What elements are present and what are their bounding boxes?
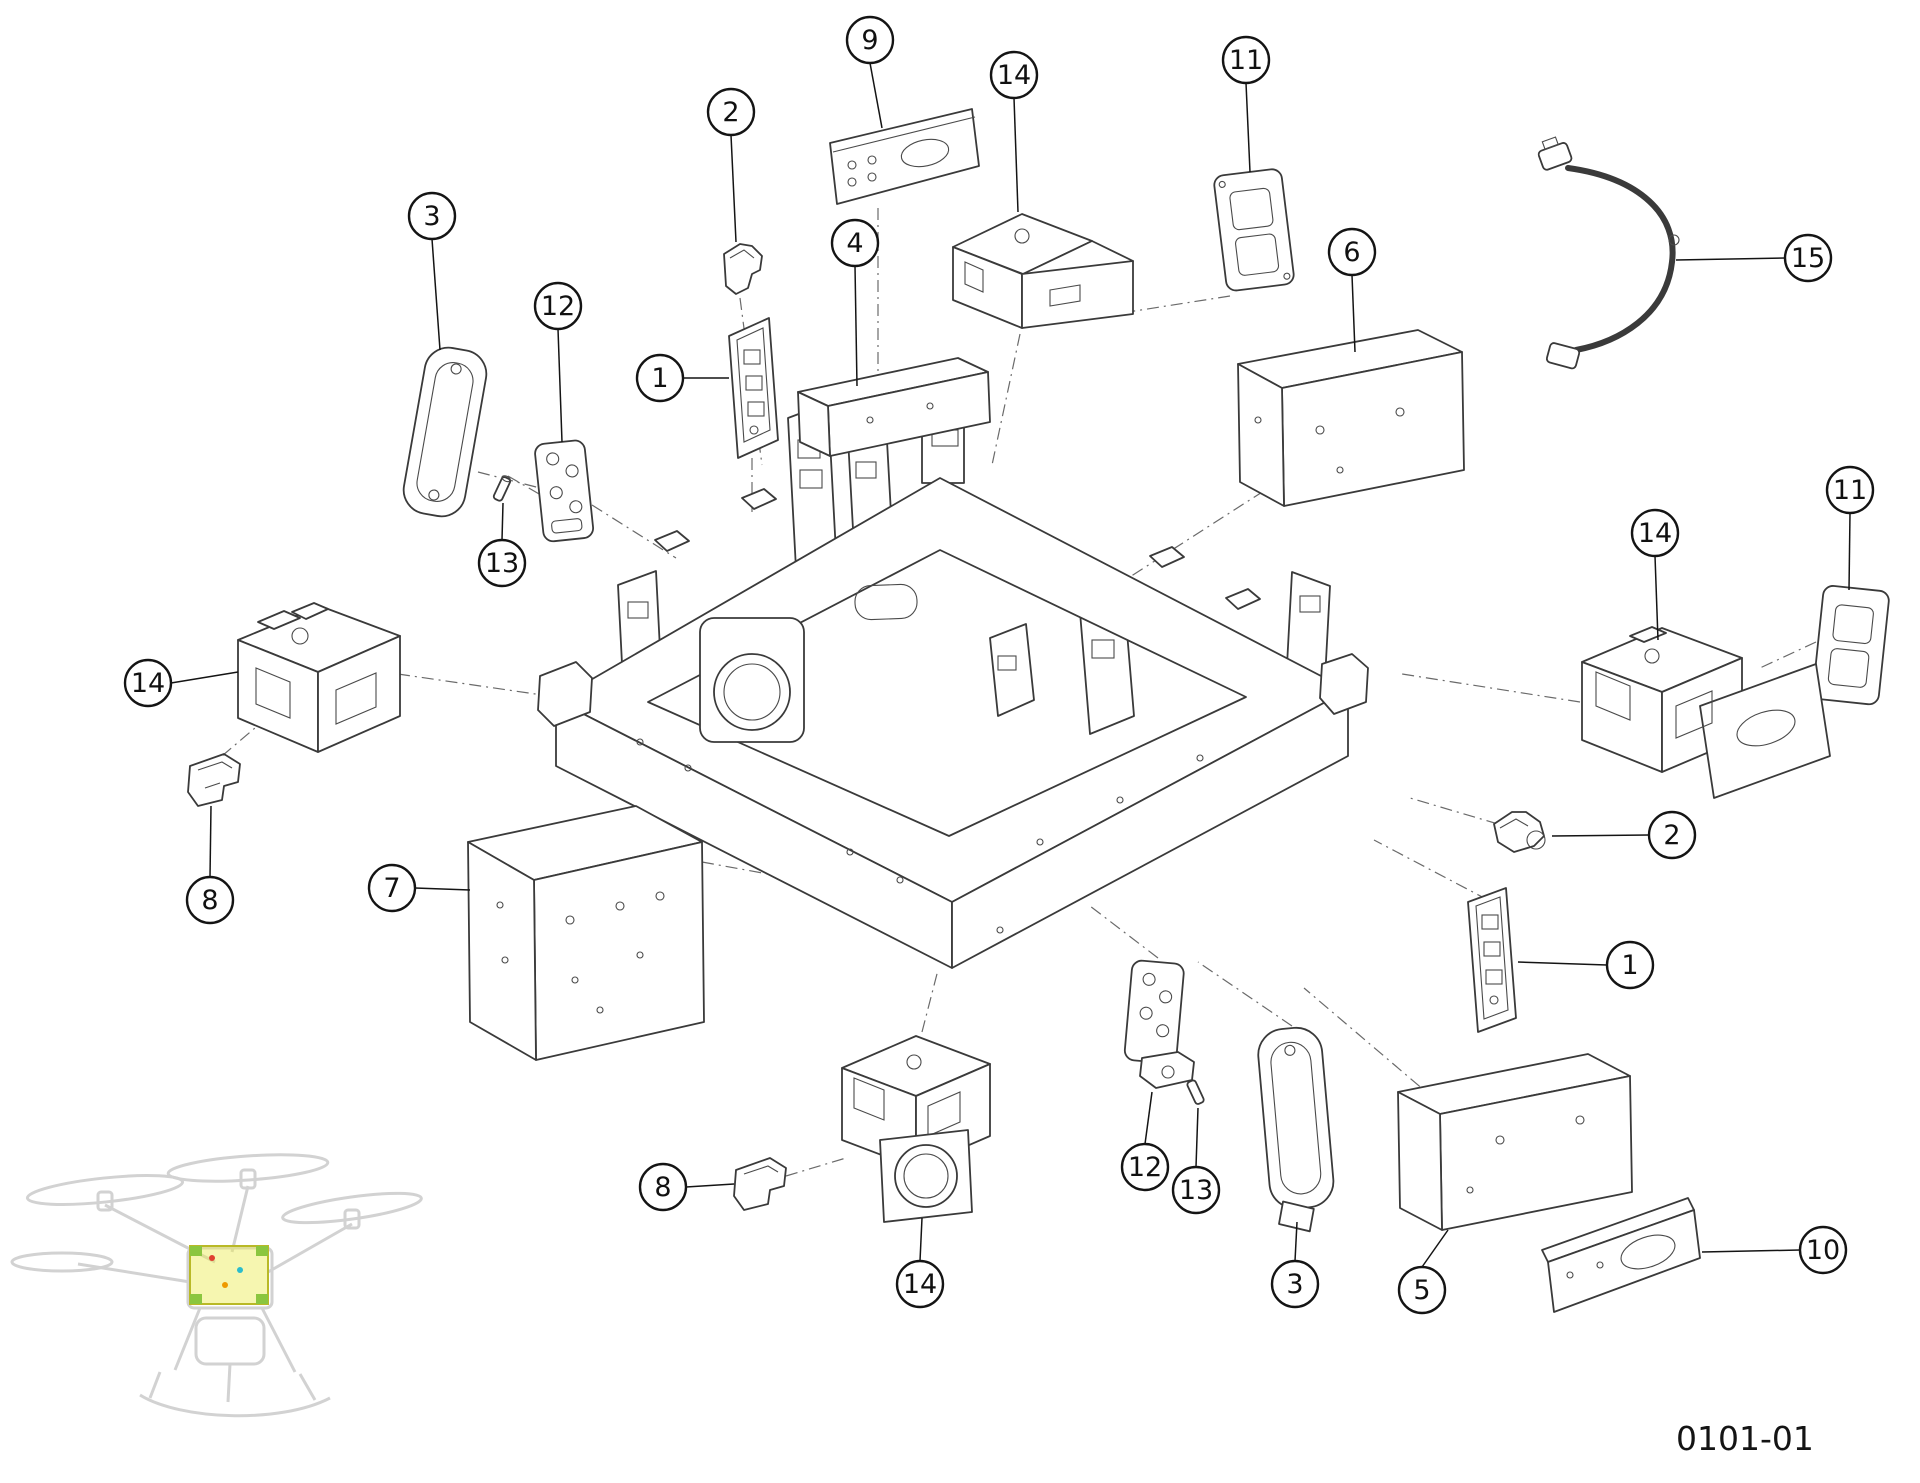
- callout-14-bottom: 14: [895, 1259, 945, 1309]
- callout-13-left: 13: [477, 538, 527, 588]
- callout-14-right: 14: [1630, 508, 1680, 558]
- callout-label: 4: [846, 228, 863, 259]
- callout-13-bottom: 13: [1171, 1165, 1221, 1215]
- callout-label: 13: [1179, 1175, 1213, 1206]
- callout-5: 5: [1397, 1265, 1447, 1315]
- callouts: 9 2 14 11 3 12 1 4 6 15 13: [123, 15, 1875, 1315]
- callout-8-bottom: 8: [638, 1162, 688, 1212]
- drone-thumbnail: [10, 1153, 423, 1418]
- callout-6: 6: [1327, 227, 1377, 277]
- callout-label: 6: [1343, 237, 1360, 268]
- callout-8-left: 8: [185, 875, 235, 925]
- part-4-beam: [797, 357, 991, 457]
- callout-10: 10: [1798, 1225, 1848, 1275]
- callout-label: 3: [423, 201, 440, 232]
- callout-9: 9: [845, 15, 895, 65]
- part-14-corner-assembly-bottom: [841, 1035, 991, 1223]
- callout-12-left: 12: [533, 281, 583, 331]
- callout-label: 3: [1286, 1269, 1303, 1300]
- part-1-bracket-right: [1467, 887, 1517, 1033]
- leader-lines: [170, 62, 1851, 1268]
- callout-2-right: 2: [1647, 810, 1697, 860]
- part-3-cover-left: [402, 346, 488, 518]
- part-5-beam: [1397, 1053, 1633, 1231]
- part-11-plate-top: [1213, 168, 1295, 292]
- callout-label: 5: [1413, 1275, 1430, 1306]
- callout-3-left: 3: [407, 191, 457, 241]
- callout-12-bottom: 12: [1120, 1142, 1170, 1192]
- highlight-corner: [190, 1246, 202, 1256]
- callout-label: 14: [1638, 518, 1672, 549]
- part-6-beam: [1237, 329, 1465, 507]
- part-12-bracket-left: [534, 439, 594, 543]
- part-14-corner-bracket-top: [952, 213, 1134, 329]
- callout-7: 7: [367, 863, 417, 913]
- part-13-pin-bottom: [1186, 1079, 1205, 1105]
- callout-1-right: 1: [1605, 940, 1655, 990]
- highlight-frame: [189, 1245, 269, 1305]
- callout-label: 2: [722, 97, 739, 128]
- callout-label: 14: [131, 668, 165, 699]
- part-8-clip-bottom: [733, 1157, 787, 1211]
- highlight-corner: [256, 1294, 268, 1304]
- part-2-clip-right: [1493, 811, 1546, 853]
- callout-label: 12: [1128, 1152, 1162, 1183]
- callout-label: 9: [861, 25, 878, 56]
- callout-label: 11: [1229, 45, 1263, 76]
- callout-11-top: 11: [1221, 35, 1271, 85]
- callout-14-top: 14: [989, 50, 1039, 100]
- callout-label: 15: [1791, 243, 1825, 274]
- callout-label: 1: [1621, 950, 1638, 981]
- callout-label: 14: [997, 60, 1031, 91]
- callout-label: 8: [654, 1172, 671, 1203]
- callout-label: 10: [1806, 1235, 1840, 1266]
- highlight-corner: [190, 1294, 202, 1304]
- callout-3-bottom: 3: [1270, 1259, 1320, 1309]
- callout-label: 2: [1663, 820, 1680, 851]
- part-9-cover-plate: [829, 108, 980, 205]
- part-10-plate: [1541, 1197, 1701, 1313]
- highlight-corner: [256, 1246, 268, 1256]
- callout-2-top: 2: [706, 87, 756, 137]
- part-8-clip-left: [187, 753, 241, 807]
- part-12-bracket-bottom: [1123, 959, 1195, 1089]
- callout-label: 7: [383, 873, 400, 904]
- callout-11-right: 11: [1825, 465, 1875, 515]
- drone-thumbnail-highlight: [189, 1245, 269, 1305]
- callout-label: 11: [1833, 475, 1867, 506]
- part-13-pin-left: [492, 475, 512, 502]
- callout-14-left: 14: [123, 658, 173, 708]
- part-11-plate-right: [1812, 585, 1890, 706]
- part-1-bracket-left: [728, 317, 779, 459]
- callout-1-left: 1: [635, 353, 685, 403]
- callout-label: 13: [485, 548, 519, 579]
- callout-label: 1: [651, 363, 668, 394]
- part-3-cover-right: [1257, 1026, 1335, 1233]
- callout-label: 12: [541, 291, 575, 322]
- part-14-corner-assembly-left: [237, 602, 401, 753]
- part-2-clip-top: [723, 243, 763, 295]
- callout-15: 15: [1783, 233, 1833, 283]
- callout-4: 4: [830, 218, 880, 268]
- callout-label: 8: [201, 885, 218, 916]
- drawing-number: 0101-01: [1676, 1419, 1814, 1458]
- callout-label: 14: [903, 1269, 937, 1300]
- part-7-beam: [467, 805, 705, 1061]
- part-14-corner-assembly-right: [1581, 626, 1831, 799]
- part-15-cable: [1537, 136, 1680, 370]
